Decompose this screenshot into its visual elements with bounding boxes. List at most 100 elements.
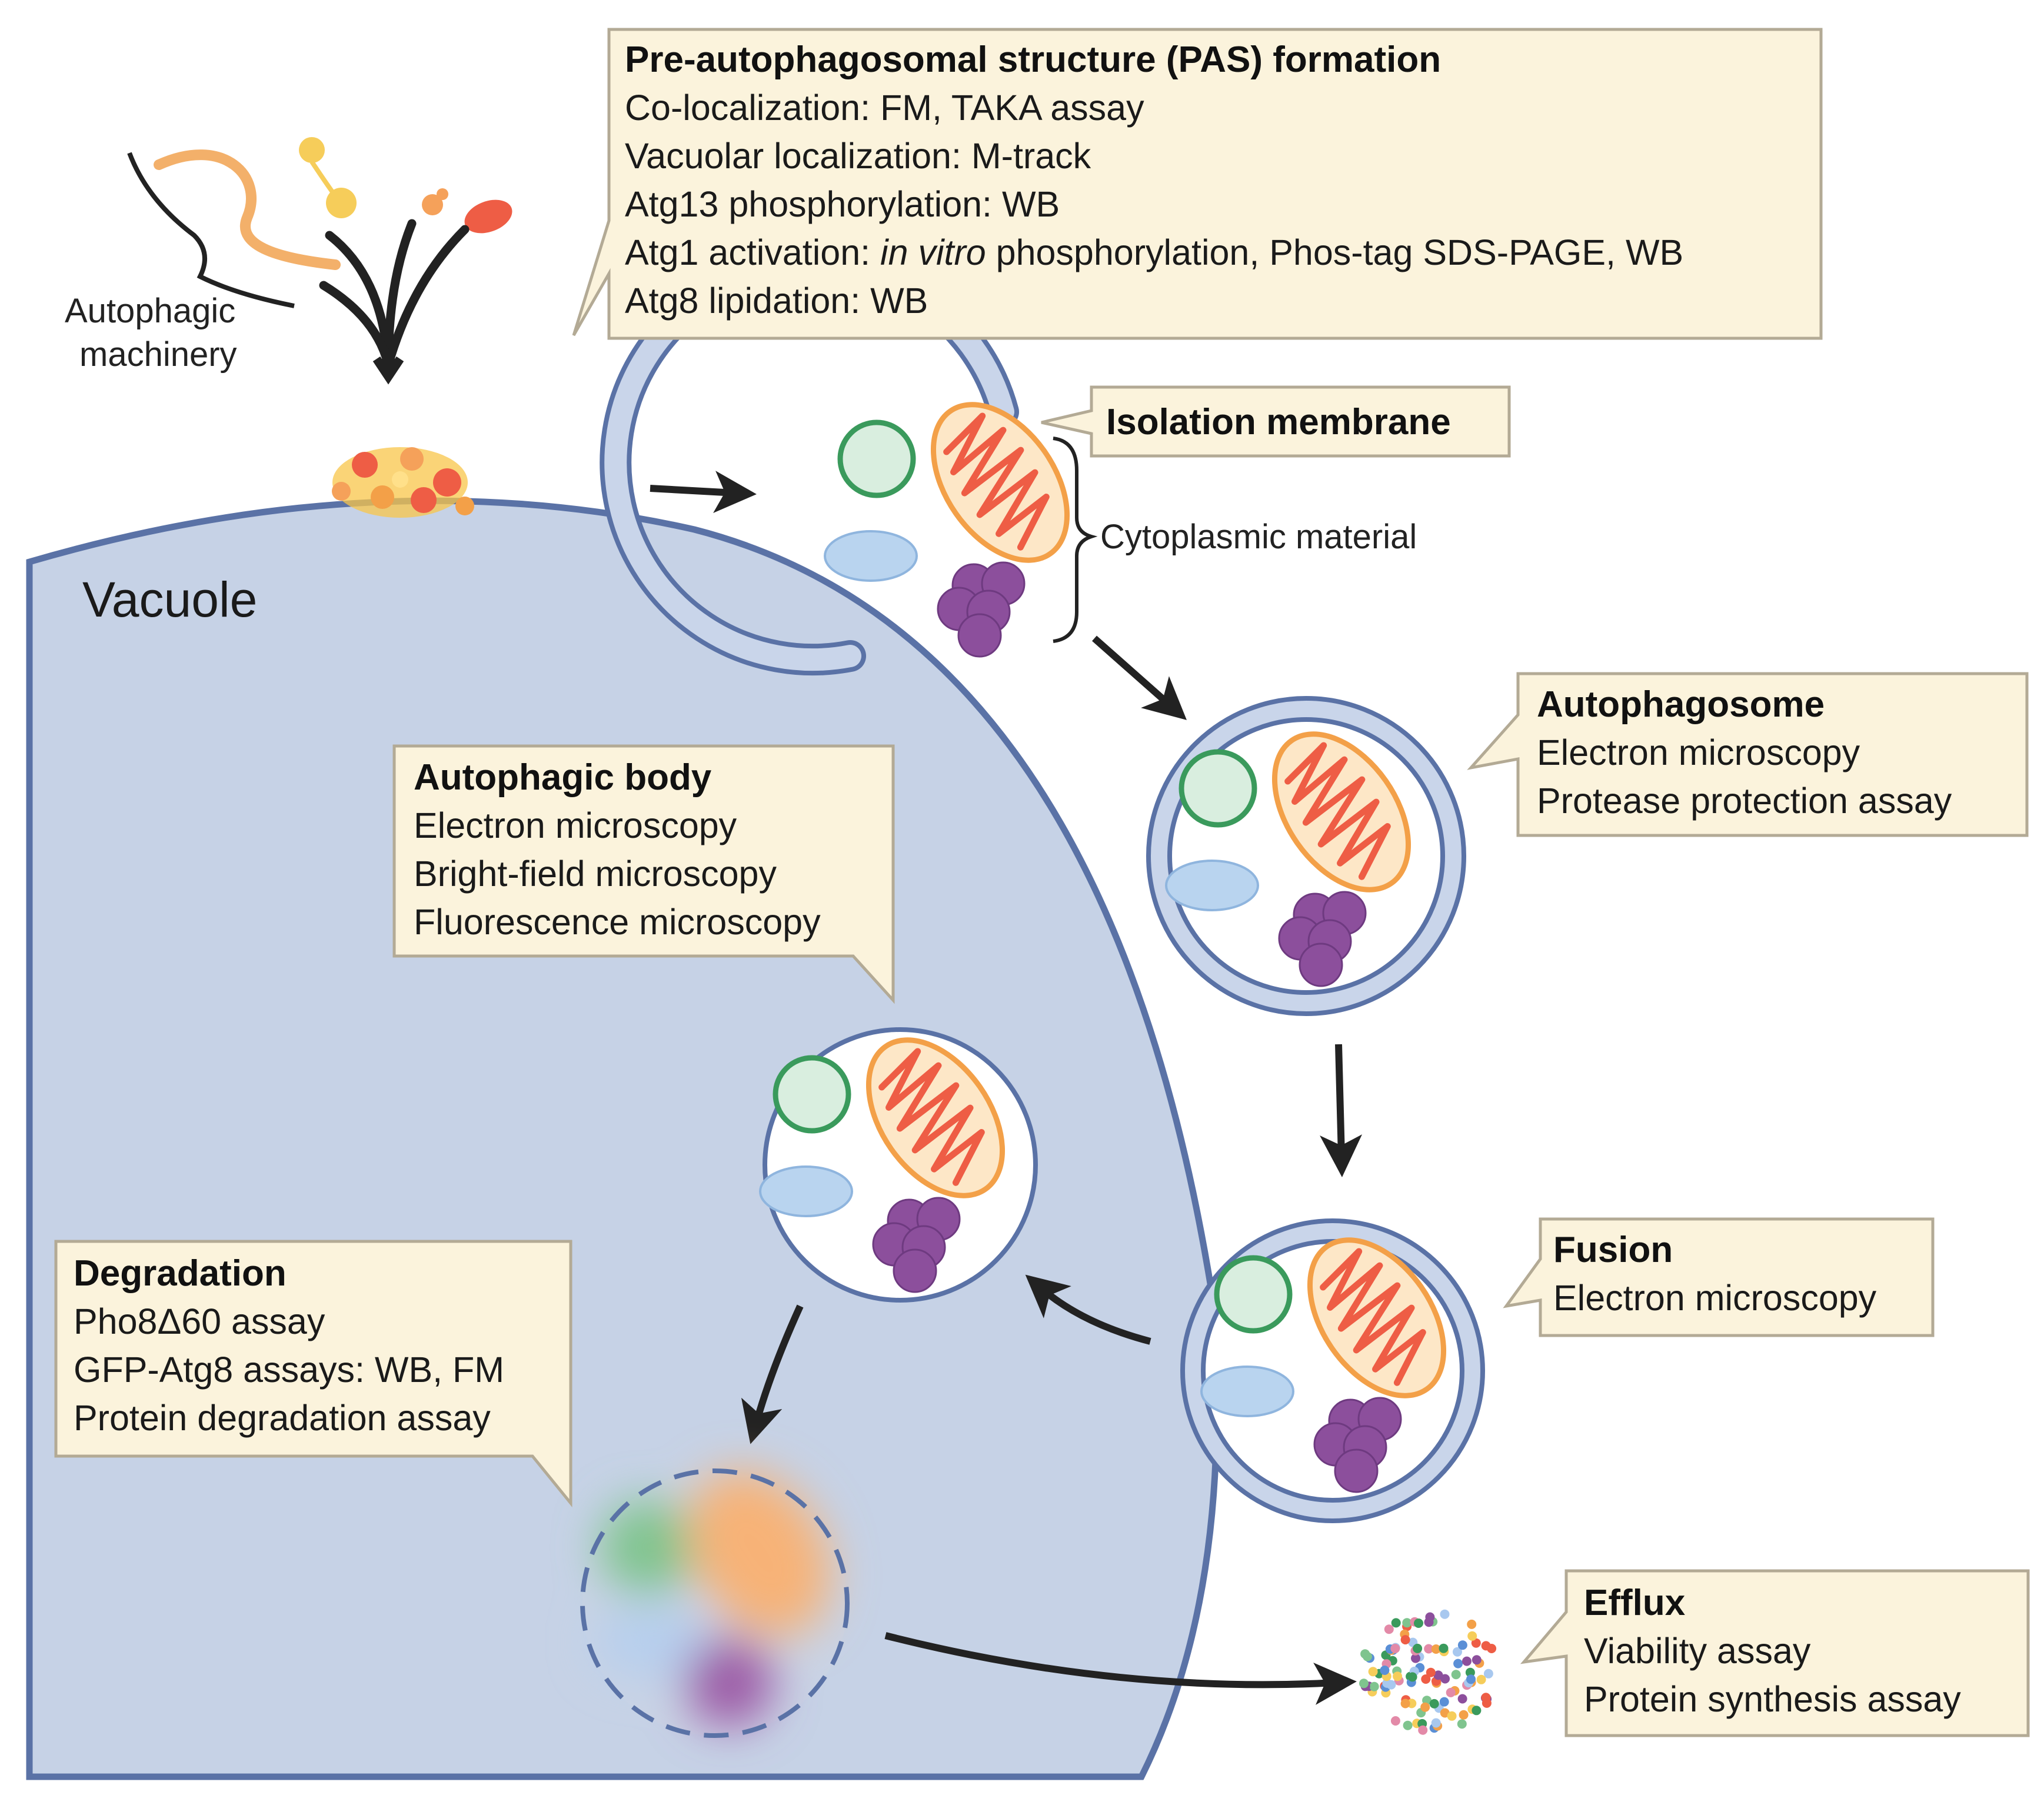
efflux-dot [1393,1671,1403,1681]
callout-pas-title: Pre-autophagosomal structure (PAS) forma… [625,39,1441,80]
efflux-dot [1421,1674,1431,1684]
arrow-body-to-degradation [741,1304,804,1444]
efflux-dot [1426,1667,1436,1677]
efflux-dot [1391,1618,1401,1628]
callout-pas-line: Atg8 lipidation: WB [625,281,928,321]
efflux-dot [1380,1666,1390,1675]
callout-autophagic-body: Autophagic body Electron microscopy Brig… [392,744,895,1004]
efflux-dot [1429,1699,1439,1709]
efflux-dot [1453,1647,1462,1657]
efflux-dot [1400,1699,1410,1709]
efflux-dot [1418,1725,1428,1735]
callout-body-line: Fluorescence microscopy [414,902,821,942]
efflux-dot [1368,1667,1378,1677]
autophagic-machinery [127,137,512,385]
callout-autophagosome-line: Protease protection assay [1537,781,1952,821]
efflux-dot [1413,1643,1423,1653]
callout-isolation-membrane: Isolation membrane [1041,385,1511,458]
machinery-label-line2: machinery [79,335,237,374]
machinery-label-line1: Autophagic [65,292,235,330]
callout-body-line: Electron microscopy [414,805,737,845]
efflux-dot [1425,1612,1435,1622]
autophagic-body [760,1015,1038,1303]
efflux-dot [1483,1669,1493,1679]
efflux-dot [1447,1711,1457,1721]
callout-degradation-line: Protein degradation assay [74,1398,491,1438]
efflux-dot [1359,1679,1369,1689]
callout-degradation-line: Pho8Δ60 assay [74,1301,325,1341]
cytoplasmic-brace [1053,437,1098,643]
callout-fusion: Fusion Electron microscopy [1503,1217,1935,1337]
efflux-dot [1414,1619,1423,1628]
efflux-dot [1386,1680,1396,1690]
efflux-dot [1403,1720,1413,1730]
callout-pas: Pre-autophagosomal structure (PAS) forma… [572,28,1823,340]
callout-efflux-line: Viability assay [1584,1631,1811,1671]
efflux-dot [1420,1702,1430,1712]
efflux-dot [1402,1618,1412,1628]
efflux-dot [1472,1655,1482,1665]
efflux-dot [1472,1706,1482,1716]
efflux-dot [1471,1638,1481,1648]
callout-autophagosome: Autophagosome Electron microscopy Protea… [1467,672,2029,837]
efflux-dot [1390,1644,1400,1653]
callout-body-title: Autophagic body [414,757,712,798]
efflux-dot [1390,1716,1400,1726]
efflux-dot [1440,1674,1450,1684]
efflux-dot [1481,1641,1491,1651]
arrow-pas-to-isolation [650,471,757,513]
callout-efflux: Efflux Viability assay Protein synthesis… [1520,1569,2030,1737]
atg1-italic: in vitro [880,232,986,272]
efflux-dot [1431,1644,1441,1654]
efflux-dot [1466,1674,1476,1684]
pas-cluster [332,447,474,518]
efflux-dot [1407,1672,1417,1682]
callout-body-line: Bright-field microscopy [414,854,777,894]
callout-autophagosome-title: Autophagosome [1537,684,1825,725]
cytoplasmic-material-label: Cytoplasmic material [1100,518,1417,556]
efflux-dot [1400,1635,1410,1645]
arrow-fusion-to-body [1025,1274,1151,1345]
efflux-molecules [1359,1609,1497,1735]
efflux-dot [1457,1640,1467,1650]
callout-fusion-title: Fusion [1553,1230,1673,1270]
efflux-dot [1462,1656,1472,1666]
efflux-dot [1453,1659,1463,1669]
efflux-dot [1384,1624,1394,1634]
efflux-dot [1439,1697,1449,1707]
callout-degradation-title: Degradation [74,1253,287,1294]
efflux-dot [1411,1653,1420,1663]
vacuole-label: Vacuole [82,572,257,627]
efflux-dot [1446,1687,1456,1697]
efflux-dot [1467,1619,1477,1629]
callout-efflux-line: Protein synthesis assay [1584,1679,1961,1719]
callout-pas-line-atg1: Atg1 activation: in vitro phosphorylatio… [625,232,1683,272]
efflux-dot [1439,1643,1449,1653]
callout-degradation-line: GFP-Atg8 assays: WB, FM [74,1350,504,1390]
arrow-degradation-to-efflux [884,1632,1357,1705]
callout-isolation-title: Isolation membrane [1106,402,1451,442]
efflux-dot [1424,1644,1434,1654]
callout-pas-line: Atg13 phosphorylation: WB [625,184,1060,224]
atg1-suffix: phosphorylation, Phos-tag SDS-PAGE, WB [986,232,1684,272]
efflux-dot [1481,1693,1491,1703]
degraded-body [580,1468,850,1738]
fusion-vesicle [1180,1215,1485,1523]
autophagosome [1146,696,1466,1016]
efflux-dot [1451,1670,1461,1680]
efflux-dot [1467,1631,1477,1641]
efflux-dot [1457,1694,1467,1704]
callout-pas-line: Vacuolar localization: M-track [625,136,1091,176]
efflux-dot [1431,1718,1441,1728]
arrow-isolation-to-autophagosome [1092,635,1187,720]
callout-pas-line: Co-localization: FM, TAKA assay [625,88,1144,128]
efflux-dot [1369,1681,1379,1691]
callout-autophagosome-line: Electron microscopy [1537,732,1860,772]
efflux-dot [1360,1649,1370,1659]
efflux-dot [1476,1674,1486,1684]
callout-degradation: Degradation Pho8Δ60 assay GFP-Atg8 assay… [54,1240,572,1508]
efflux-dot [1459,1710,1469,1720]
efflux-dot [1465,1667,1475,1677]
